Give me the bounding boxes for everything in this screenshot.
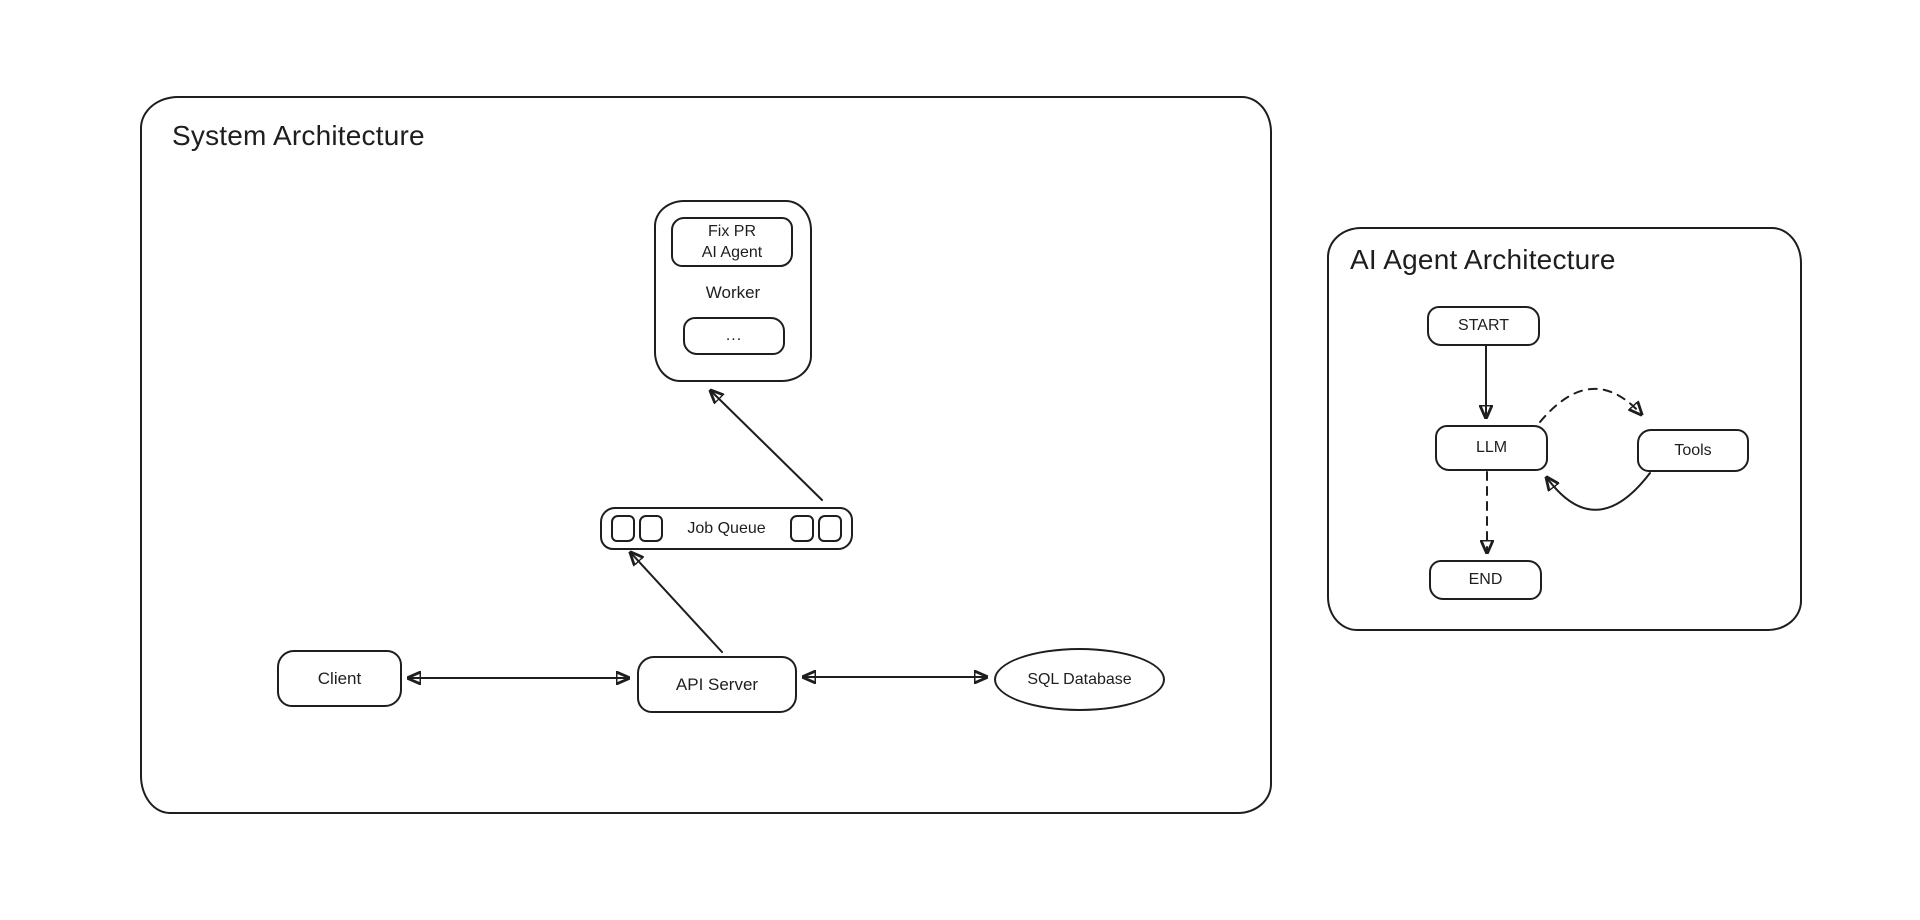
fix-pr-label: Fix PR <box>708 223 756 240</box>
worker-label: Worker <box>705 283 761 302</box>
llm-node: LLM <box>1435 425 1548 471</box>
sql-database-node: SQL Database <box>994 648 1165 711</box>
worker-group-node: Fix PR AI Agent Worker ... <box>654 200 812 382</box>
fix-pr-ai-agent-node: Fix PR AI Agent <box>671 217 793 267</box>
job-slot-icon <box>639 515 663 542</box>
job-queue-node: Job Queue <box>600 507 853 550</box>
ai-agent-architecture-panel: AI Agent Architecture START LLM Tools EN… <box>1327 227 1802 631</box>
job-slot-icon <box>790 515 814 542</box>
end-node: END <box>1429 560 1542 600</box>
job-slot-icon <box>818 515 842 542</box>
start-node: START <box>1427 306 1540 346</box>
client-node: Client <box>277 650 402 707</box>
tools-node: Tools <box>1637 429 1749 472</box>
api-server-node: API Server <box>637 656 797 713</box>
ai-agent-label: AI Agent <box>701 244 763 261</box>
ai-agent-architecture-title: AI Agent Architecture <box>1350 244 1616 275</box>
job-slot-icon <box>611 515 635 542</box>
worker-more-node: ... <box>683 317 785 355</box>
system-architecture-panel: System Architecture Fix PR AI Agent Work… <box>140 96 1272 814</box>
job-queue-label: Job Queue <box>687 519 766 537</box>
system-architecture-title: System Architecture <box>172 120 425 151</box>
